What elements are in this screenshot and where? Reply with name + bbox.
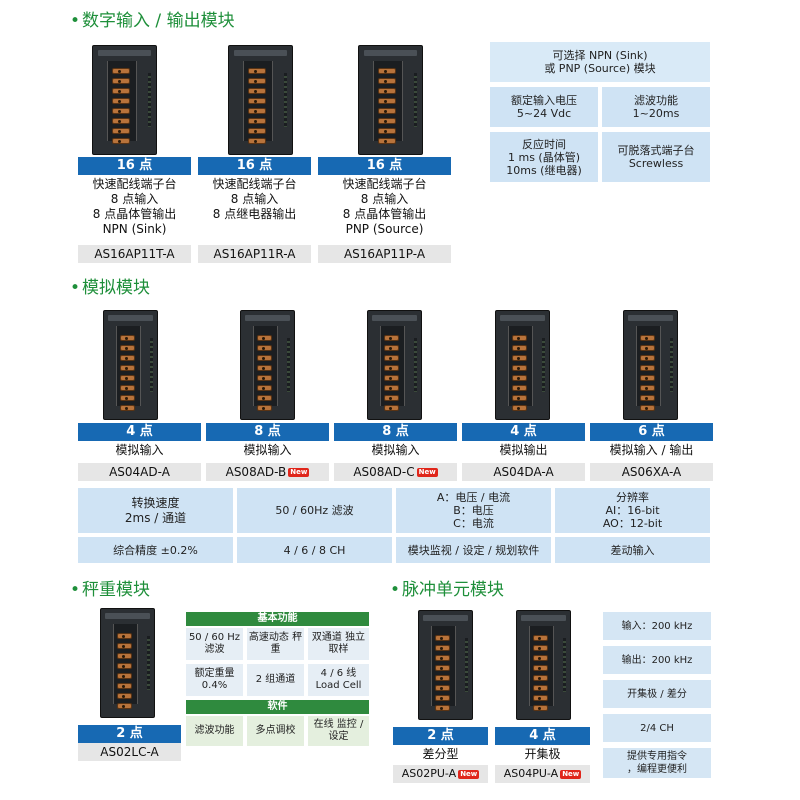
module-model-label: AS04DA-A <box>462 463 585 481</box>
software-bar: 软件 <box>186 700 369 714</box>
module-points-header: 8 点 <box>334 423 457 441</box>
module-description: 模拟输入 <box>206 441 329 463</box>
feature-cell: 差动输入 <box>555 537 710 563</box>
feature-cell: 开集极 / 差分 <box>603 680 711 708</box>
feature-cell: 2/4 CH <box>603 714 711 742</box>
feature-cell: 综合精度 ±0.2% <box>78 537 233 563</box>
section-title-analog: •模拟模块 <box>70 278 151 298</box>
module-model-label: AS02LC-A <box>78 743 181 761</box>
module-points-header: 16 点 <box>318 157 451 175</box>
new-badge: New <box>458 769 480 779</box>
module-description: 模拟输入 / 输出 <box>590 441 713 463</box>
module-points-header: 4 点 <box>495 727 590 745</box>
module-description: 模拟输入 <box>334 441 457 463</box>
module-description: 差分型 <box>393 745 488 765</box>
feature-cell: 双通道 独立取样 <box>308 628 369 660</box>
section-title-pulse: •脉冲单元模块 <box>390 580 505 600</box>
module-image <box>92 45 157 155</box>
feature-cell: 额定重量 0.4% <box>186 664 243 696</box>
module-points-header: 2 点 <box>78 725 181 743</box>
module-image <box>516 610 571 720</box>
module-image <box>358 45 423 155</box>
module-description: 开集极 <box>495 745 590 765</box>
module-model-label: AS16AP11R-A <box>198 245 311 263</box>
feature-cell: 高速动态 秤重 <box>247 628 304 660</box>
module-image <box>623 310 678 420</box>
module-image <box>418 610 473 720</box>
module-image <box>103 310 158 420</box>
module-points-header: 16 点 <box>78 157 191 175</box>
module-description: 模拟输出 <box>462 441 585 463</box>
feature-cell: 4 / 6 / 8 CH <box>237 537 392 563</box>
module-image <box>100 608 155 718</box>
feature-cell: 提供专用指令，编程更便利 <box>603 748 711 778</box>
feature-cell: 4 / 6 线 Load Cell <box>308 664 369 696</box>
module-image <box>228 45 293 155</box>
module-points-header: 16 点 <box>198 157 311 175</box>
module-points-header: 8 点 <box>206 423 329 441</box>
section-title-weigh: •秤重模块 <box>70 580 151 600</box>
module-model-label: AS04AD-A <box>78 463 201 481</box>
feature-cell: 模块监视 / 设定 / 规划软件 <box>396 537 551 563</box>
new-badge: New <box>288 468 310 477</box>
feature-cell: 在线 监控 / 设定 <box>308 716 369 746</box>
feature-cell: 滤波功能 <box>186 716 243 746</box>
new-badge: New <box>416 468 438 477</box>
feature-cell: 输入：200 kHz <box>603 612 711 640</box>
section-title-digital: •数字输入 / 输出模块 <box>70 11 235 31</box>
feature-cell: 输出：200 kHz <box>603 646 711 674</box>
module-model-label: AS16AP11P-A <box>318 245 451 263</box>
feature-cell: 50 / 60 Hz 滤波 <box>186 628 243 660</box>
module-description: 模拟输入 <box>78 441 201 463</box>
module-points-header: 4 点 <box>78 423 201 441</box>
new-badge: New <box>560 769 582 779</box>
module-image <box>240 310 295 420</box>
module-model-label: AS16AP11T-A <box>78 245 191 263</box>
module-points-header: 4 点 <box>462 423 585 441</box>
feature-cell: 2 组通道 <box>247 664 304 696</box>
module-points-header: 6 点 <box>590 423 713 441</box>
module-model-label: AS06XA-A <box>590 463 713 481</box>
module-image <box>495 310 550 420</box>
feature-cell: 50 / 60Hz 滤波 <box>237 488 392 533</box>
module-image <box>367 310 422 420</box>
basic-function-bar: 基本功能 <box>186 612 369 626</box>
module-points-header: 2 点 <box>393 727 488 745</box>
feature-cell: 可选择 NPN (Sink)或 PNP (Source) 模块 <box>490 42 710 82</box>
feature-cell: 多点调校 <box>247 716 304 746</box>
